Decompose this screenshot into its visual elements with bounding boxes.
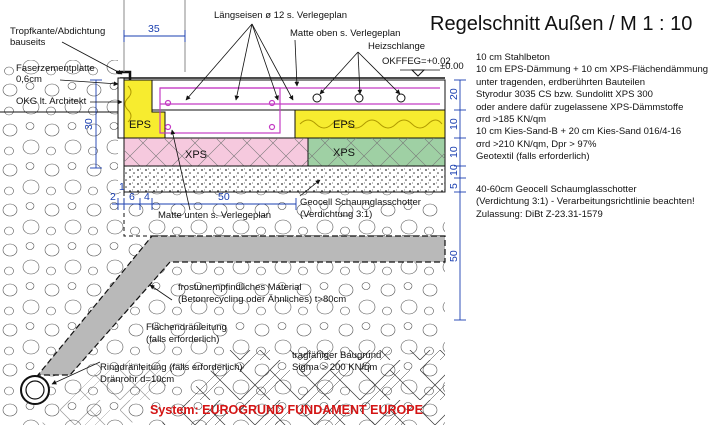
xps-left-label: XPS: [185, 149, 207, 161]
label-faserzement-2: 0,6cm: [16, 74, 42, 85]
spec-line: (Verdichtung 3:1) - Verarbeitungsrichtli…: [476, 196, 695, 208]
dim-right-10b: 10: [448, 146, 460, 158]
label-frost-2: (Betonrecycling oder Ähnliches) t>80cm: [178, 294, 346, 305]
xps-right-label: XPS: [333, 147, 355, 159]
dim-right-50: 50: [448, 250, 460, 262]
dim-bottom-1: 1: [119, 181, 125, 193]
rebar-bar: [164, 99, 172, 107]
rebar-stirrup: [159, 87, 281, 134]
eps-right-wave: [299, 119, 443, 129]
label-ring-1: Ringdränleitung (falls erforderlich): [100, 362, 243, 373]
eps-right-label: EPS: [333, 119, 355, 131]
spec-line: Geotextil (falls erforderlich): [476, 151, 590, 163]
rebar-bar: [268, 99, 276, 107]
dimension-lines: [90, 30, 466, 321]
label-okg: OKG lt. Architekt: [16, 96, 87, 107]
xps-right-hatch: [308, 138, 445, 166]
spec-line: σrd >210 KN/qm, Dpr > 97%: [476, 138, 597, 150]
dim-bottom-6: 6: [129, 191, 135, 203]
spec-line: σrd >185 KN/qm: [476, 113, 547, 125]
dim-bottom-2: 2: [110, 191, 116, 203]
spec-line: 10 cm Stahlbeton: [476, 52, 550, 63]
heating-pipe: [312, 93, 322, 103]
spec-line: 40-60cm Geocell Schaumglasschotter: [476, 184, 637, 195]
label-laengseisen: Längseisen ø 12 s. Verlegeplan: [214, 10, 347, 21]
label-heizschlange: Heizschlange: [368, 41, 425, 52]
spec-line: oder andere dafür zugelassene XPS-Dämmst…: [476, 101, 684, 113]
spec-upper: 10 cm Stahlbeton 10 cm EPS-Dämmung + 10 …: [476, 52, 708, 164]
spec-line: Styrodur 3035 CS bzw. Sundolitt XPS 300: [476, 89, 653, 101]
frost-material-band: [36, 235, 446, 376]
eps-right-block: [294, 109, 446, 139]
dim-bottom-4: 4: [144, 191, 150, 203]
label-geocell-2: (Verdichtung 3:1): [300, 209, 372, 220]
fibre-cement-plate: [117, 77, 125, 139]
gravel-fill: [124, 166, 445, 192]
bedrock-zone-low: [40, 360, 190, 425]
spec-line: 10 cm Kies-Sand-B + 20 cm Kies-Sand 016/…: [476, 126, 682, 138]
label-flaechen-2: (falls erforderlich): [146, 334, 219, 345]
rebar-bar: [164, 123, 172, 131]
bedrock-zone: [160, 350, 445, 425]
ring-drain-pipe-inner: [25, 380, 45, 400]
label-frost-1: frostunempfindliches Material: [178, 282, 302, 293]
dim-right-20: 20: [448, 88, 460, 100]
label-matte-oben: Matte oben s. Verlegeplan: [290, 28, 400, 39]
drawing-title: Regelschnitt Außen / M 1 : 10: [430, 13, 692, 35]
dim-left-30: 30: [83, 118, 95, 130]
dim-bottom-50: 50: [218, 191, 230, 203]
level-marker: [410, 69, 426, 77]
xps-left-hatch: [124, 138, 308, 166]
label-okffeg: OKFFEG=+0.02: [382, 56, 451, 67]
rebar-bar: [268, 123, 276, 131]
heating-pipe: [354, 93, 364, 103]
spec-lower: 40-60cm Geocell Schaumglasschotter (Verd…: [476, 184, 695, 221]
dim-right-5: 5: [448, 183, 460, 189]
label-tropfkante-1: Tropfkante/Abdichtung: [10, 26, 105, 37]
label-baugrund-2: Sigma > 200 KN/qm: [292, 362, 377, 373]
eps-left-label: EPS: [129, 119, 151, 131]
label-faserzement-1: Faserzementplatte: [16, 63, 95, 74]
dim-right-10c: 10: [448, 164, 460, 176]
spec-line: 10 cm EPS-Dämmung + 10 cm XPS-Flächendäm…: [476, 64, 709, 76]
dim-right-10a: 10: [448, 118, 460, 130]
leader-lines: [51, 23, 401, 385]
spec-line: unter tragenden, erdberührten Bauteilen: [476, 76, 646, 88]
label-tropfkante-2: bauseits: [10, 37, 46, 48]
eps-left-wave: [124, 85, 132, 123]
label-baugrund-1: tragfähiger Baugrund: [292, 350, 381, 361]
label-geocell-1: Geocell Schaumglasschotter: [300, 197, 421, 208]
dim-top-35: 35: [148, 23, 160, 35]
heating-pipe: [396, 93, 406, 103]
system-label: System: EUROGRUND FUNDAMENT EUROPE: [150, 403, 423, 417]
label-ring-2: Dränrohr d=10cm: [100, 374, 174, 385]
label-matte-unten: Matte unten s. Verlegeplan: [158, 210, 271, 221]
spec-line: Zulassung: DiBt Z-23.31-1579: [476, 208, 603, 220]
label-level: ±0.00: [440, 61, 464, 72]
label-flaechen-1: Flächendränleitung: [146, 322, 227, 333]
soil-left-strip: [0, 60, 118, 192]
